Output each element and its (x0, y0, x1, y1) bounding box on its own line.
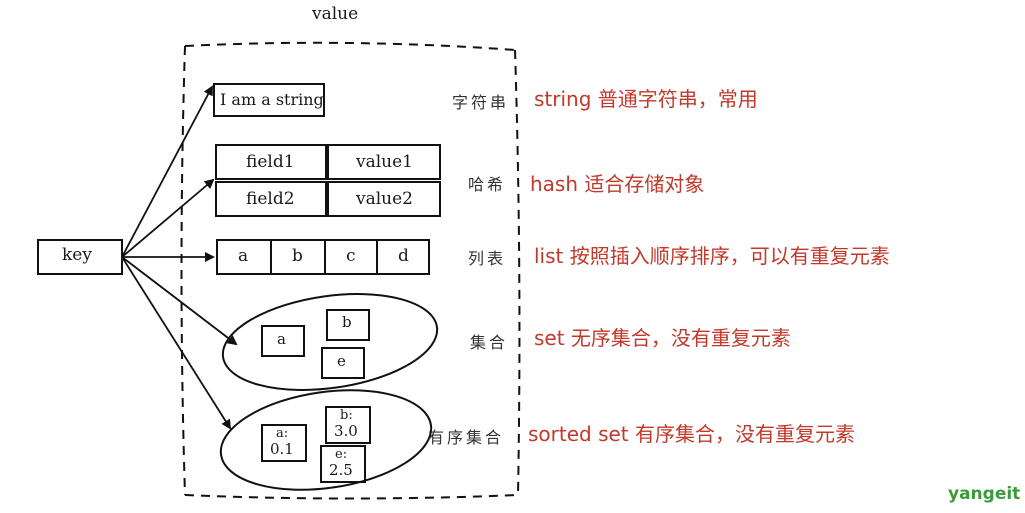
set-item-box-1 (326, 309, 370, 341)
value-container-left (180, 45, 186, 496)
key-arrows (121, 85, 238, 430)
set-description: set 无序集合，没有重复元素 (534, 326, 791, 350)
list-description: list 按照插入顺序排序，可以有重复元素 (534, 244, 890, 268)
set-item-box-0 (261, 325, 305, 357)
string-description: string 普通字符串，常用 (534, 87, 758, 111)
zset-item-box-1 (325, 406, 371, 444)
arrow-to-zset (121, 256, 232, 430)
hash-field1-box (215, 144, 327, 180)
zset-ellipse (219, 389, 433, 491)
arrow-to-string (121, 85, 213, 258)
value-container-bottom (184, 494, 519, 500)
hash-field2-box (215, 181, 327, 217)
list-item-1: b (292, 246, 303, 266)
list-boxes (216, 239, 430, 275)
list-type-label: 列表 (468, 249, 507, 268)
value-container-top (184, 41, 516, 51)
list-item-2: c (346, 246, 356, 266)
hash-value-2: value2 (356, 189, 414, 209)
value-label: value (312, 4, 359, 24)
string-value: I am a string (220, 90, 324, 109)
zset-boxes (261, 406, 371, 483)
hash-table (215, 144, 441, 217)
arrow-to-hash (121, 178, 215, 258)
hash-description: hash 适合存储对象 (530, 172, 705, 196)
zset-score-0: 0.1 (270, 440, 294, 458)
yangeit-logo: yangeit (948, 484, 1021, 504)
zset-member-1: b: (340, 408, 353, 423)
hash-value2-box (327, 181, 441, 217)
set-ellipse (221, 293, 439, 391)
set-boxes (261, 309, 370, 379)
set-type-label: 集合 (470, 333, 509, 352)
zset-item-box-0 (261, 424, 307, 462)
list-item-0: a (238, 246, 249, 266)
zset-score-1: 3.0 (334, 422, 358, 440)
hash-field-2: field2 (246, 189, 295, 209)
hash-value1-box (327, 144, 441, 180)
zset-item-box-2 (320, 445, 366, 483)
string-box (213, 83, 325, 117)
zset-member-0: a: (276, 426, 289, 441)
zset-description: sorted set 有序集合，没有重复元素 (528, 422, 856, 446)
hash-type-label: 哈希 (468, 175, 507, 194)
zset-score-2: 2.5 (329, 461, 353, 479)
string-type-label: 字符串 (452, 93, 510, 112)
hash-value-1: value1 (356, 152, 414, 172)
zset-member-2: e: (335, 447, 348, 462)
hash-field-1: field1 (246, 152, 295, 172)
list-item-3: d (398, 246, 409, 266)
zset-type-label: 有序集合 (428, 428, 505, 447)
set-item-2: e (337, 352, 346, 370)
arrow-to-set (121, 256, 238, 346)
value-container (180, 41, 521, 500)
key-label: key (62, 245, 92, 265)
value-container-right (514, 49, 521, 496)
set-item-1: b (342, 313, 352, 331)
list-item-box-3 (376, 239, 430, 275)
set-item-box-2 (321, 347, 365, 379)
set-item-0: a (277, 330, 286, 348)
